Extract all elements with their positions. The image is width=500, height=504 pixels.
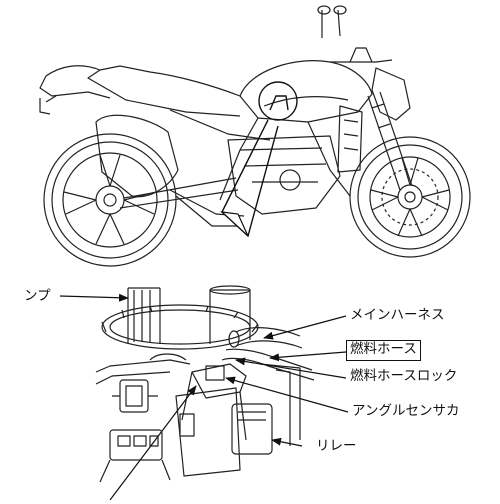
label-fuel-hose-lock: 燃料ホースロック bbox=[350, 368, 458, 384]
motorcycle-drawing bbox=[39, 5, 471, 267]
fuel-pump bbox=[127, 287, 161, 344]
label-angle-sensor: アングルセンサカ bbox=[352, 403, 460, 419]
label-relay: リレー bbox=[316, 438, 357, 454]
label-fuel-hose: 燃料ホース bbox=[346, 340, 421, 361]
leader-fuel-hose bbox=[269, 351, 347, 362]
callout-wedge bbox=[220, 211, 249, 237]
leader-lines bbox=[59, 293, 349, 501]
front-wheel bbox=[349, 136, 471, 258]
leader-pump bbox=[59, 293, 129, 302]
leader-fuel-hose-lock bbox=[235, 357, 347, 379]
label-main-harness: メインハーネス bbox=[350, 307, 445, 323]
connector-cluster bbox=[99, 429, 171, 483]
relay-block bbox=[231, 403, 273, 455]
leader-relay bbox=[271, 437, 303, 447]
leader-angle-sensor bbox=[225, 376, 349, 413]
detail-drawing bbox=[95, 285, 315, 483]
pump-flange-ring bbox=[101, 304, 259, 350]
leader-main-harness bbox=[263, 315, 347, 340]
leader-bottom bbox=[109, 385, 197, 501]
rear-wheel bbox=[43, 133, 177, 267]
label-pump: ンプ bbox=[24, 288, 51, 304]
